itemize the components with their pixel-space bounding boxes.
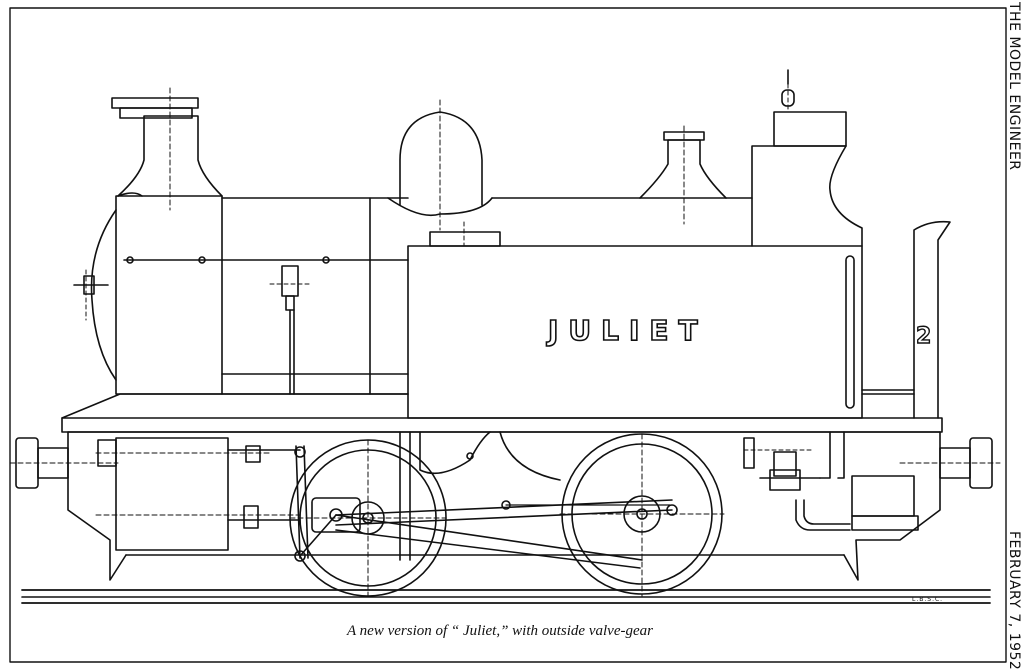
rear-buffer: [899, 437, 1001, 489]
valve-gear: [294, 431, 678, 569]
artist-initials: L.B.S.C.: [912, 596, 944, 603]
safety-valve: [639, 125, 727, 225]
rear-step: [851, 475, 919, 531]
rail-track: [21, 589, 991, 604]
locomotive-name: JULIET: [547, 313, 708, 348]
running-board: [61, 393, 943, 433]
cab: [751, 83, 863, 247]
injector-pipework: [743, 431, 851, 531]
locomotive-number: 2: [915, 323, 932, 349]
bunker: [861, 220, 951, 419]
boiler-barrel: [123, 197, 409, 395]
issue-date: FEBRUARY 7, 1952: [1006, 530, 1022, 670]
magazine-title: THE MODEL ENGINEER: [1006, 2, 1022, 171]
steam-dome: [387, 99, 493, 231]
cylinder: [95, 437, 301, 551]
leading-wheel: [289, 439, 447, 597]
clack-valve: [269, 265, 311, 395]
drawing-border: [9, 7, 1007, 663]
driving-wheel: [559, 433, 725, 597]
front-buffer: [9, 437, 119, 489]
smokebox: [73, 195, 223, 395]
main-frames: [67, 431, 941, 581]
chimney: [111, 87, 223, 211]
figure-caption: A new version of “ Juliet,” with outside…: [347, 623, 653, 639]
